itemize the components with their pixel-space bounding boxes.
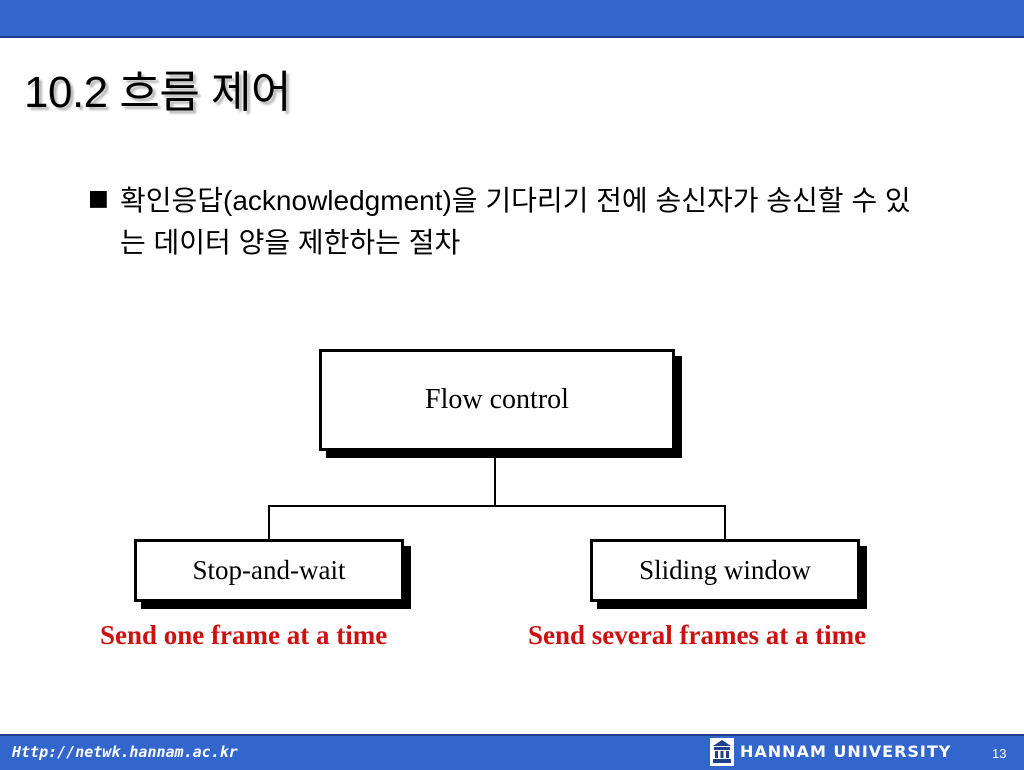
slide-title: 10.2 흐름 제어 (24, 68, 292, 117)
footer-bar: Http://netwk.hannam.ac.kr HANNAM UNIVERS… (0, 734, 1024, 770)
page-number: 13 (992, 746, 1007, 761)
university-name: HANNAM UNIVERSITY (740, 742, 952, 761)
sliding-window-box: Sliding window (590, 539, 860, 602)
flow-control-box: Flow control (319, 349, 675, 451)
connector-horizontal (268, 505, 726, 507)
bullet-text: 확인응답(acknowledgment)을 기다리기 전에 송신자가 송신할 수… (120, 185, 911, 258)
stop-and-wait-box: Stop-and-wait (134, 539, 404, 602)
bullet-square-icon: ■ (88, 186, 109, 211)
connector-vertical-right (724, 505, 726, 539)
hannam-logo-icon (710, 738, 734, 766)
sliding-window-caption: Send several frames at a time (528, 620, 867, 650)
top-bar (0, 0, 1024, 38)
stop-and-wait-label: Stop-and-wait (192, 555, 346, 585)
flow-control-label: Flow control (425, 384, 569, 415)
footer-url: Http://netwk.hannam.ac.kr (12, 743, 238, 761)
sliding-window-label: Sliding window (639, 555, 811, 585)
connector-vertical-left (268, 505, 270, 539)
stop-and-wait-caption: Send one frame at a time (100, 620, 388, 650)
connector-vertical-root (494, 458, 496, 505)
